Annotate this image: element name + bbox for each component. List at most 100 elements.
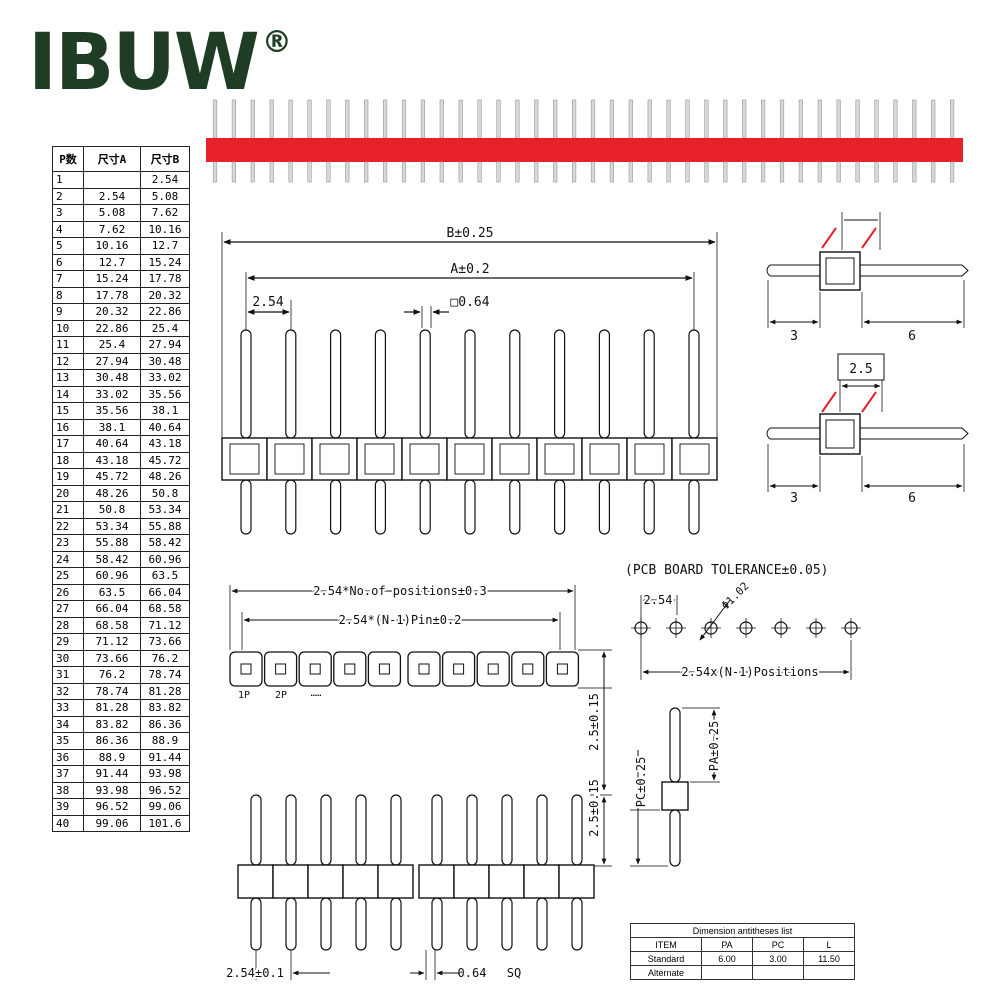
- registered-mark: ®: [261, 25, 292, 60]
- bottom-housing-cell: [418, 864, 455, 899]
- top-view-pin-square: [487, 663, 499, 675]
- table-cell: 91.44: [140, 748, 190, 766]
- table-cell: 45.72: [83, 468, 141, 486]
- front-pin-lower: [374, 479, 386, 535]
- bottom-housing-cell: [272, 864, 309, 899]
- photo-pin-top: [874, 99, 879, 139]
- photo-pin-bottom: [269, 161, 274, 183]
- table-cell: 78.74: [83, 682, 141, 700]
- dim-cell: [752, 965, 804, 980]
- dim-header-pc: PC: [752, 937, 804, 952]
- front-housing-cell: [311, 437, 358, 481]
- front-pin-lower: [464, 479, 476, 535]
- bottom-pin-upper: [355, 794, 367, 866]
- bottom-housing-cell: [558, 864, 595, 899]
- pcb-pitch-label: 2.54: [644, 593, 673, 607]
- table-cell: 33.02: [140, 369, 190, 387]
- photo-pin-bottom: [250, 161, 255, 183]
- table-cell: 14: [52, 385, 84, 403]
- front-pin-upper: [419, 329, 431, 439]
- photo-pin-bottom: [931, 161, 936, 183]
- bottom-pin-lower: [285, 897, 297, 951]
- table-cell: 66.04: [140, 583, 190, 601]
- table-cell: 81.28: [83, 699, 141, 717]
- photo-pin-bottom: [609, 161, 614, 183]
- dim-cell: [701, 965, 753, 980]
- bottom-housing-cell: [342, 864, 379, 899]
- front-housing-inner: [409, 443, 440, 475]
- dim-cell: 11.50: [803, 951, 855, 966]
- photo-pin-top: [760, 99, 766, 139]
- bottom-pin-upper: [431, 794, 443, 866]
- front-pin-lower: [419, 479, 431, 535]
- bottom-pin-lower: [536, 897, 548, 951]
- pcb-span-label: 2.54x(N-1)Positions: [681, 665, 818, 679]
- bottom-pin-upper: [501, 794, 513, 866]
- top-view-pin-square: [344, 663, 356, 675]
- photo-pin-top: [231, 99, 237, 139]
- table-cell: 50.8: [140, 484, 190, 502]
- front-housing-inner: [319, 443, 350, 475]
- photo-pin-bottom: [798, 161, 803, 183]
- front-view-pins: [221, 329, 718, 535]
- table-cell: 40.64: [140, 418, 190, 436]
- bottom-pin-lower: [466, 897, 478, 951]
- front-pin-lower: [643, 479, 655, 535]
- photo-pin-bottom: [496, 161, 501, 183]
- bottom-housing-cell: [237, 864, 274, 899]
- bottom-pin-upper: [250, 794, 262, 866]
- photo-pin-bottom: [439, 161, 444, 183]
- top-view-cells: [229, 651, 580, 687]
- bottom-pin-lower: [355, 897, 367, 951]
- bottom-housing-cell: [453, 864, 490, 899]
- bottom-pin-upper: [390, 794, 402, 866]
- front-pin-upper: [643, 329, 655, 439]
- photo-pin-top: [836, 99, 841, 139]
- side2-spacer-label: 2.5: [849, 362, 872, 377]
- front-housing-inner: [454, 443, 485, 475]
- table-cell: 25.4: [140, 319, 190, 337]
- pcb-title: (PCB BOARD TOLERANCE±0.05): [625, 563, 829, 578]
- table-cell: 76.2: [140, 649, 190, 667]
- table-cell: 40.64: [83, 435, 141, 453]
- table-cell: 93.98: [140, 765, 190, 783]
- pa-label: PA±0.25: [707, 721, 721, 772]
- photo-pin-top: [212, 99, 218, 139]
- photo-pin-bottom: [685, 161, 690, 183]
- front-pin-upper: [688, 329, 700, 439]
- table-cell: 76.2: [83, 666, 141, 684]
- table-cell: 20.32: [140, 286, 190, 304]
- photo-pin-bottom: [571, 161, 577, 183]
- photo-pin-top: [496, 99, 501, 139]
- photo-pin-top: [912, 99, 917, 139]
- table-cell: 7.62: [140, 204, 190, 222]
- photo-pin-bottom: [628, 161, 633, 183]
- bottom-view-pins: [237, 794, 595, 951]
- photo-pin-top: [609, 99, 614, 139]
- header-positions: P数: [52, 146, 84, 172]
- dim-a-label: A±0.2: [450, 262, 489, 277]
- photo-pin-top: [420, 99, 426, 139]
- table-cell: 11: [52, 336, 84, 354]
- front-pin-lower: [553, 479, 566, 535]
- photo-pin-bottom: [477, 161, 482, 183]
- dim-cell: [803, 965, 855, 980]
- dim-cell: Alternate: [630, 965, 702, 980]
- photo-pin-top: [250, 99, 255, 139]
- front-pin-lower: [285, 479, 297, 535]
- photo-pin-top: [590, 99, 596, 139]
- photo-pins-bottom: [212, 161, 955, 183]
